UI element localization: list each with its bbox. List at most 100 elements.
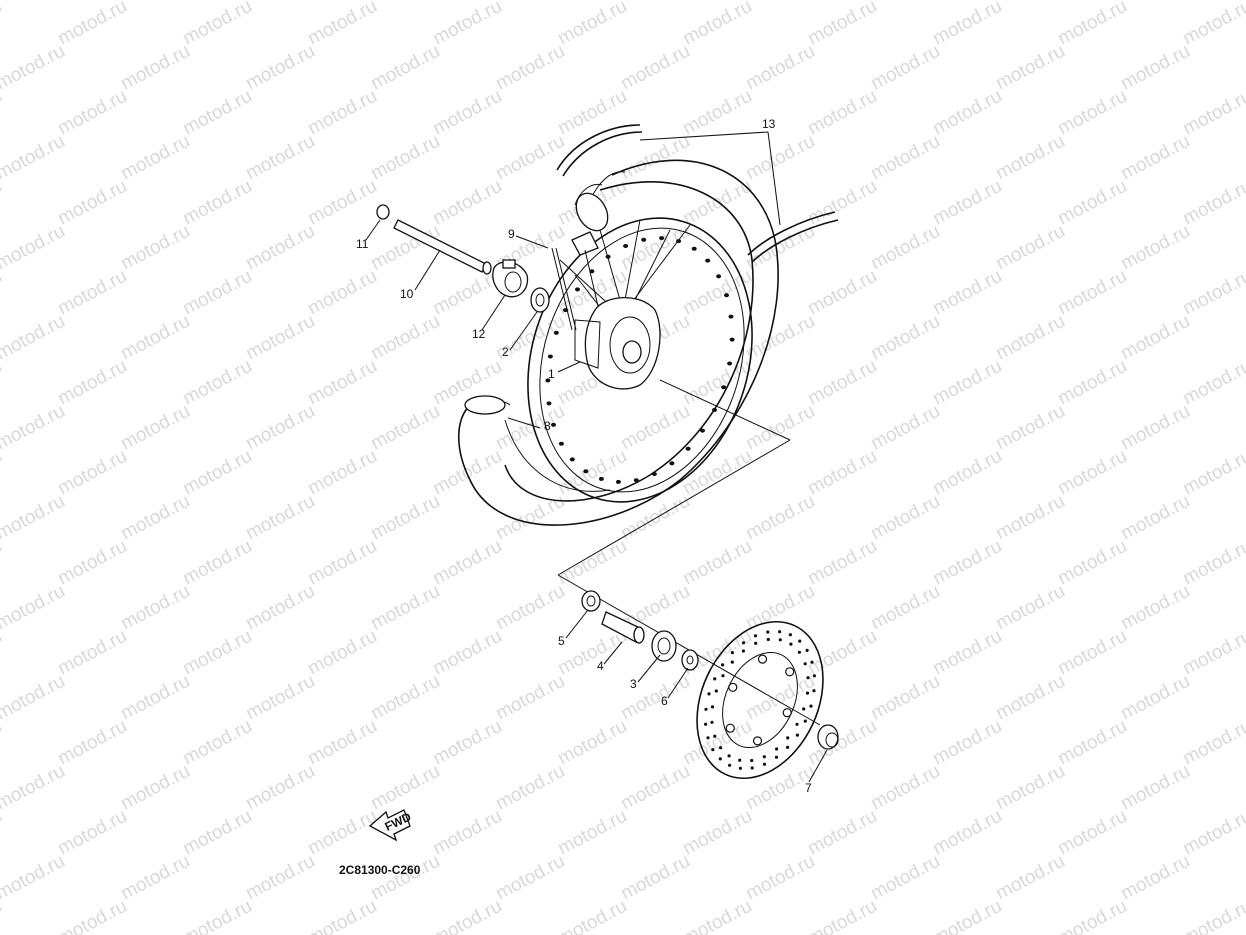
watermark-text: motod.ru [554, 896, 630, 935]
disc-drill-hole [710, 705, 715, 709]
rim-spoke-hole [546, 401, 552, 406]
watermark-text: motod.ru [429, 896, 505, 935]
disc-drill-hole [707, 692, 711, 696]
watermark-text: motod.ru [492, 41, 568, 95]
disc-drill-hole [741, 649, 746, 653]
rim-spoke-hole [716, 274, 722, 279]
callouts: 1 2 3 4 5 6 7 8 9 10 11 12 13 [356, 117, 812, 795]
watermark-text: motod.ru [742, 311, 818, 365]
disc-drill-hole [812, 674, 817, 678]
disc-drill-hole [710, 720, 714, 724]
disc-drill-hole [774, 755, 779, 759]
watermark-text: motod.ru [1179, 626, 1246, 680]
disc-drill-hole [738, 758, 742, 762]
watermark-text: motod.ru [54, 266, 130, 320]
watermark-text: motod.ru [304, 266, 380, 320]
disc-drill-hole [810, 660, 814, 664]
watermark-text: motod.ru [804, 176, 880, 230]
watermark-text: motod.ru [617, 0, 693, 4]
watermark-text: motod.ru [304, 716, 380, 770]
watermark-text: motod.ru [804, 896, 880, 935]
watermark-text: motod.ru [742, 401, 818, 455]
watermark-text: motod.ru [554, 716, 630, 770]
rim-spoke-hole [721, 385, 727, 390]
watermark-text: motod.ru [929, 806, 1005, 860]
disc-drill-hole [730, 660, 734, 664]
watermark-text: motod.ru [179, 626, 255, 680]
watermark-text: motod.ru [242, 131, 318, 185]
watermark-text: motod.ru [992, 761, 1068, 815]
watermark-text: motod.ru [242, 491, 318, 545]
watermark-text: motod.ru [0, 896, 6, 935]
disc-bolt-hole [785, 667, 795, 677]
disc-bolt-hole [757, 654, 768, 664]
watermark-text: motod.ru [1054, 806, 1130, 860]
watermark-text: motod.ru [492, 0, 568, 4]
diagram-code: 2C81300-C260 [339, 863, 421, 877]
watermark-text: motod.ru [179, 446, 255, 500]
disc-drill-hole [714, 689, 718, 693]
rim-spoke-hole [553, 330, 559, 335]
watermark-text: motod.ru [242, 581, 318, 635]
watermark-text: motod.ru [929, 626, 1005, 680]
watermark-text: motod.ru [367, 761, 443, 815]
rim-spoke-hole [728, 314, 734, 319]
callout-10: 10 [400, 287, 414, 301]
callout-9: 9 [508, 227, 515, 241]
watermark-text: motod.ru [54, 536, 130, 590]
watermark-text: motod.ru [992, 671, 1068, 725]
watermark-text: motod.ru [179, 86, 255, 140]
watermark-text: motod.ru [117, 491, 193, 545]
rim-spoke-hole [575, 287, 580, 292]
watermark-text: motod.ru [1179, 266, 1246, 320]
watermark-text: motod.ru [1117, 311, 1193, 365]
watermark-text: motod.ru [0, 761, 69, 815]
watermark-text: motod.ru [367, 401, 443, 455]
watermark-text: motod.ru [679, 266, 755, 320]
watermark-text: motod.ru [1054, 626, 1130, 680]
disc-drill-hole [778, 630, 782, 634]
watermark-text: motod.ru [54, 626, 130, 680]
disc-drill-hole [805, 648, 809, 653]
disc-drill-hole [721, 674, 725, 678]
watermark-text: motod.ru [992, 581, 1068, 635]
watermark-text: motod.ru [0, 41, 69, 95]
watermark-text: motod.ru [117, 401, 193, 455]
watermark-text: motod.ru [367, 311, 443, 365]
watermark-text: motod.ru [0, 311, 69, 365]
watermark-text: motod.ru [304, 446, 380, 500]
disc-drill-hole [775, 747, 779, 751]
watermark-text: motod.ru [242, 41, 318, 95]
watermark-text: motod.ru [929, 536, 1005, 590]
watermark-text: motod.ru [1179, 806, 1246, 860]
watermark-text: motod.ru [1054, 266, 1130, 320]
watermark-text: motod.ru [617, 851, 693, 905]
rim-spoke-hole [727, 361, 733, 366]
watermark-text: motod.ru [242, 311, 318, 365]
watermark-text: motod.ru [867, 221, 943, 275]
watermark-text: motod.ru [54, 716, 130, 770]
watermark-text: motod.ru [0, 131, 69, 185]
watermark-text: motod.ru [679, 806, 755, 860]
disc-drill-hole [789, 642, 793, 646]
disc-drill-hole [711, 748, 715, 752]
disc-drill-hole [797, 650, 802, 654]
watermark-text: motod.ru [429, 536, 505, 590]
disc-drill-hole [704, 707, 708, 711]
rim-spoke-hole [724, 293, 729, 298]
watermark-text: motod.ru [1054, 0, 1130, 49]
callout-12: 12 [472, 327, 486, 341]
watermark-text: motod.ru [117, 851, 193, 905]
callout-11: 11 [356, 237, 369, 251]
watermark-text: motod.ru [867, 41, 943, 95]
disc-drill-hole [730, 651, 735, 655]
watermark-text: motod.ru [429, 176, 505, 230]
rim-spoke-hole [669, 461, 675, 466]
watermark-text: motod.ru [304, 356, 380, 410]
rim-band [556, 124, 839, 263]
rim [527, 217, 753, 503]
watermark-text: motod.ru [929, 896, 1005, 935]
watermark-text: motod.ru [367, 581, 443, 635]
rim-spoke-hole [547, 354, 553, 359]
watermark-text: motod.ru [867, 0, 943, 4]
